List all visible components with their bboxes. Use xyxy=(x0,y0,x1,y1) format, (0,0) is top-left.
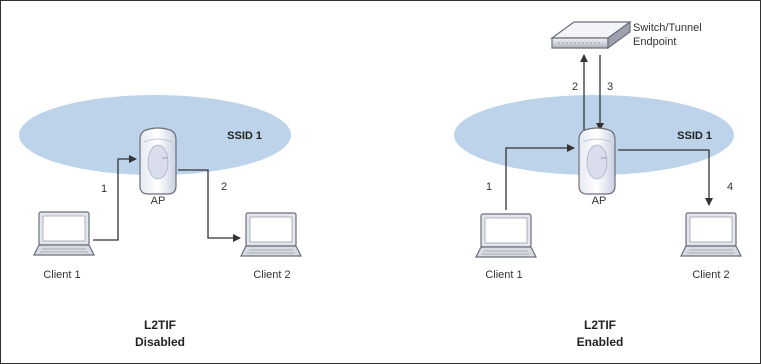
right-panel: SSID 1 Switch/Tunnel Endpoint 2 3 1 4 AP… xyxy=(454,20,742,349)
access-point-icon xyxy=(139,127,177,195)
laptop-icon xyxy=(240,212,302,257)
ssid-label: SSID 1 xyxy=(677,130,712,142)
arrow-step-1 xyxy=(93,155,137,241)
left-panel: SSID 1 1 2 AP Client 1 Client 2 L2TIF Di… xyxy=(19,95,302,349)
arrow-step-4 xyxy=(618,149,713,206)
switch-label-line1: Switch/Tunnel xyxy=(633,22,702,34)
step-2-label: 2 xyxy=(572,81,578,93)
step-3-label: 3 xyxy=(607,81,613,93)
arrow-step-1 xyxy=(505,144,575,210)
ssid-label: SSID 1 xyxy=(227,130,262,142)
client-1-label: Client 1 xyxy=(43,269,80,281)
step-4-label: 4 xyxy=(727,181,733,193)
ap-label: AP xyxy=(592,195,607,207)
switch-icon xyxy=(550,20,632,50)
client-2-label: Client 2 xyxy=(692,269,729,281)
switch-label-line2: Endpoint xyxy=(633,36,676,48)
step-2-label: 2 xyxy=(221,181,227,193)
client-1-label: Client 1 xyxy=(485,269,522,281)
access-point-icon xyxy=(578,127,616,195)
laptop-icon xyxy=(475,213,537,258)
client-2-label: Client 2 xyxy=(253,269,290,281)
step-1-label: 1 xyxy=(101,183,107,195)
arrow-step-2 xyxy=(178,169,241,242)
mode-status: Disabled xyxy=(135,335,185,349)
laptop-icon xyxy=(33,211,95,256)
step-1-label: 1 xyxy=(486,181,492,193)
mode-title: L2TIF xyxy=(144,318,176,332)
mode-title: L2TIF xyxy=(584,318,616,332)
laptop-icon xyxy=(680,212,742,257)
mode-status: Enabled xyxy=(577,335,624,349)
ap-label: AP xyxy=(151,195,166,207)
